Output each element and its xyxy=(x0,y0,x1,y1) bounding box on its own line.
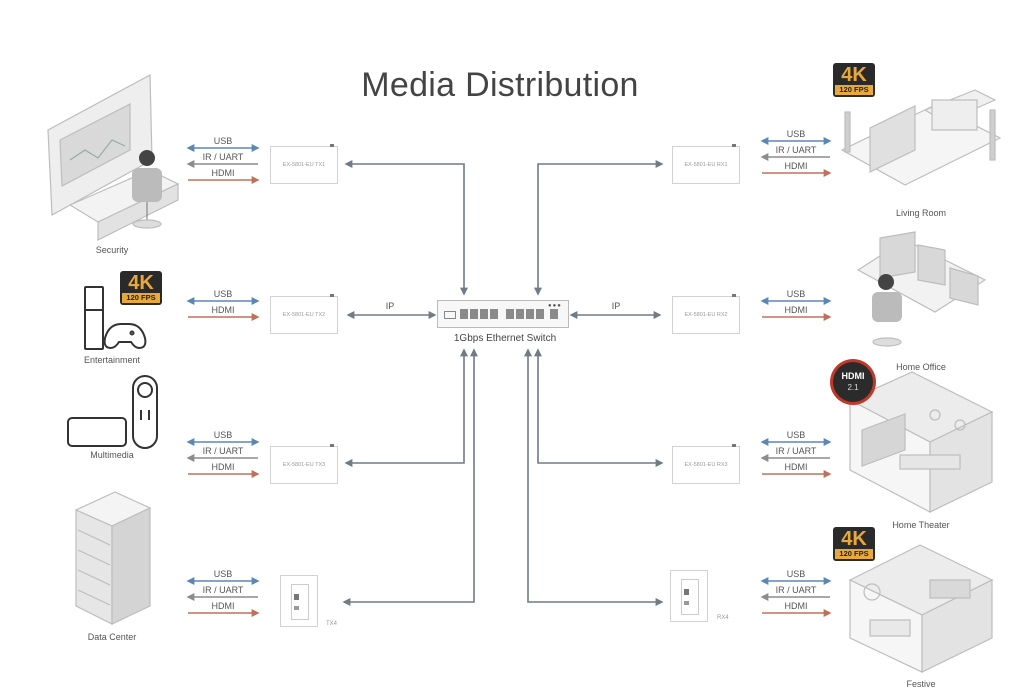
ip-line-tx1 xyxy=(344,160,468,296)
destination-4-ir-label: IR / UART xyxy=(775,585,817,595)
destination-2-usb-label: USB xyxy=(786,289,806,299)
destination-label-festive: Festive xyxy=(906,679,936,689)
destination-label-home-office: Home Office xyxy=(896,362,946,372)
destination-label-living-room: Living Room xyxy=(895,208,947,218)
destination-3-hdmi-label: HDMI xyxy=(784,462,808,472)
device-tx2-label: EX-5801-EU TX2 xyxy=(282,312,326,318)
badge-fps-text: 120 FPS xyxy=(835,85,873,95)
device-rx4-label: RX4 xyxy=(717,615,729,621)
badge-4k-festive: 4K 120 FPS xyxy=(833,527,875,561)
data-center-illustration xyxy=(74,491,152,625)
badge-4k-living-room: 4K 120 FPS xyxy=(833,63,875,97)
source-1-hdmi-label: HDMI xyxy=(211,168,235,178)
ip-line-rx3 xyxy=(534,348,664,467)
festive-illustration xyxy=(848,544,994,673)
switch-label: 1Gbps Ethernet Switch xyxy=(453,333,557,344)
destination-1-hdmi-label: HDMI xyxy=(784,161,808,171)
badge-hdmi-2-1: HDMI 2.1 xyxy=(833,362,873,402)
device-tx4-label: TX4 xyxy=(326,621,338,627)
status-leds-icon: ●●● xyxy=(548,303,562,309)
ip-label-right: IP xyxy=(611,301,621,311)
source-3-ir-label: IR / UART xyxy=(202,446,244,456)
source-label-data-center: Data Center xyxy=(87,632,137,642)
ethernet-switch: ●●● xyxy=(437,300,569,328)
source-4-hdmi-label: HDMI xyxy=(211,601,235,611)
source-3-hdmi-label: HDMI xyxy=(211,462,235,472)
source-4-usb-label: USB xyxy=(213,569,233,579)
security-illustration xyxy=(47,74,180,241)
ip-label-left: IP xyxy=(385,301,395,311)
home-office-illustration xyxy=(856,231,987,347)
home-theater-illustration xyxy=(848,371,994,513)
device-tx1: EX-5801-EU TX1 xyxy=(270,144,338,184)
device-tx3: EX-5801-EU TX3 xyxy=(270,444,338,484)
source-label-security: Security xyxy=(95,245,129,255)
device-rx3: EX-5801-EU RX3 xyxy=(672,444,740,484)
destination-2-hdmi-label: HDMI xyxy=(784,305,808,315)
device-rx1-label: EX-5801-EU RX1 xyxy=(684,162,728,168)
device-rx3-label: EX-5801-EU RX3 xyxy=(684,462,728,468)
ip-line-rx4 xyxy=(524,348,664,606)
destination-label-home-theater: Home Theater xyxy=(892,520,950,530)
multimedia-illustration xyxy=(67,375,158,449)
badge-4k-text: 4K xyxy=(841,528,867,550)
device-tx4-wallplate xyxy=(280,575,318,627)
source-1-usb-label: USB xyxy=(213,136,233,146)
source-3-usb-label: USB xyxy=(213,430,233,440)
device-rx1: EX-5801-EU RX1 xyxy=(672,144,740,184)
source-1-ir-label: IR / UART xyxy=(202,152,244,162)
ip-line-tx4 xyxy=(342,348,478,606)
badge-fps-text: 120 FPS xyxy=(122,293,160,303)
source-2-hdmi-label: HDMI xyxy=(211,305,235,315)
living-room-illustration xyxy=(840,89,1002,186)
badge-fps-text: 120 FPS xyxy=(835,549,873,559)
badge-hdmi-text: HDMI xyxy=(841,371,865,381)
badge-4k-text: 4K xyxy=(128,272,154,294)
source-4-ir-label: IR / UART xyxy=(202,585,244,595)
badge-4k-text: 4K xyxy=(841,64,867,86)
usb-port-icon xyxy=(444,311,456,319)
ip-line-tx3 xyxy=(344,348,468,467)
source-label-multimedia: Multimedia xyxy=(90,450,134,460)
destination-1-ir-label: IR / UART xyxy=(775,145,817,155)
badge-4k-entertainment: 4K 120 FPS xyxy=(120,271,162,305)
destination-3-ir-label: IR / UART xyxy=(775,446,817,456)
destination-1-usb-label: USB xyxy=(786,129,806,139)
badge-hdmi-version: 2.1 xyxy=(847,383,859,392)
entertainment-illustration xyxy=(84,286,147,350)
device-rx2-label: EX-5801-EU RX2 xyxy=(684,312,728,318)
ip-line-rx1 xyxy=(534,160,664,296)
destination-4-hdmi-label: HDMI xyxy=(784,601,808,611)
device-tx2: EX-5801-EU TX2 xyxy=(270,294,338,334)
page-title: Media Distribution xyxy=(361,66,639,104)
destination-3-usb-label: USB xyxy=(786,430,806,440)
destination-4-usb-label: USB xyxy=(786,569,806,579)
device-rx4-wallplate xyxy=(670,570,708,622)
device-tx1-label: EX-5801-EU TX1 xyxy=(282,162,326,168)
device-tx3-label: EX-5801-EU TX3 xyxy=(282,462,326,468)
device-rx2: EX-5801-EU RX2 xyxy=(672,294,740,334)
source-2-usb-label: USB xyxy=(213,289,233,299)
source-label-entertainment: Entertainment xyxy=(83,355,141,365)
